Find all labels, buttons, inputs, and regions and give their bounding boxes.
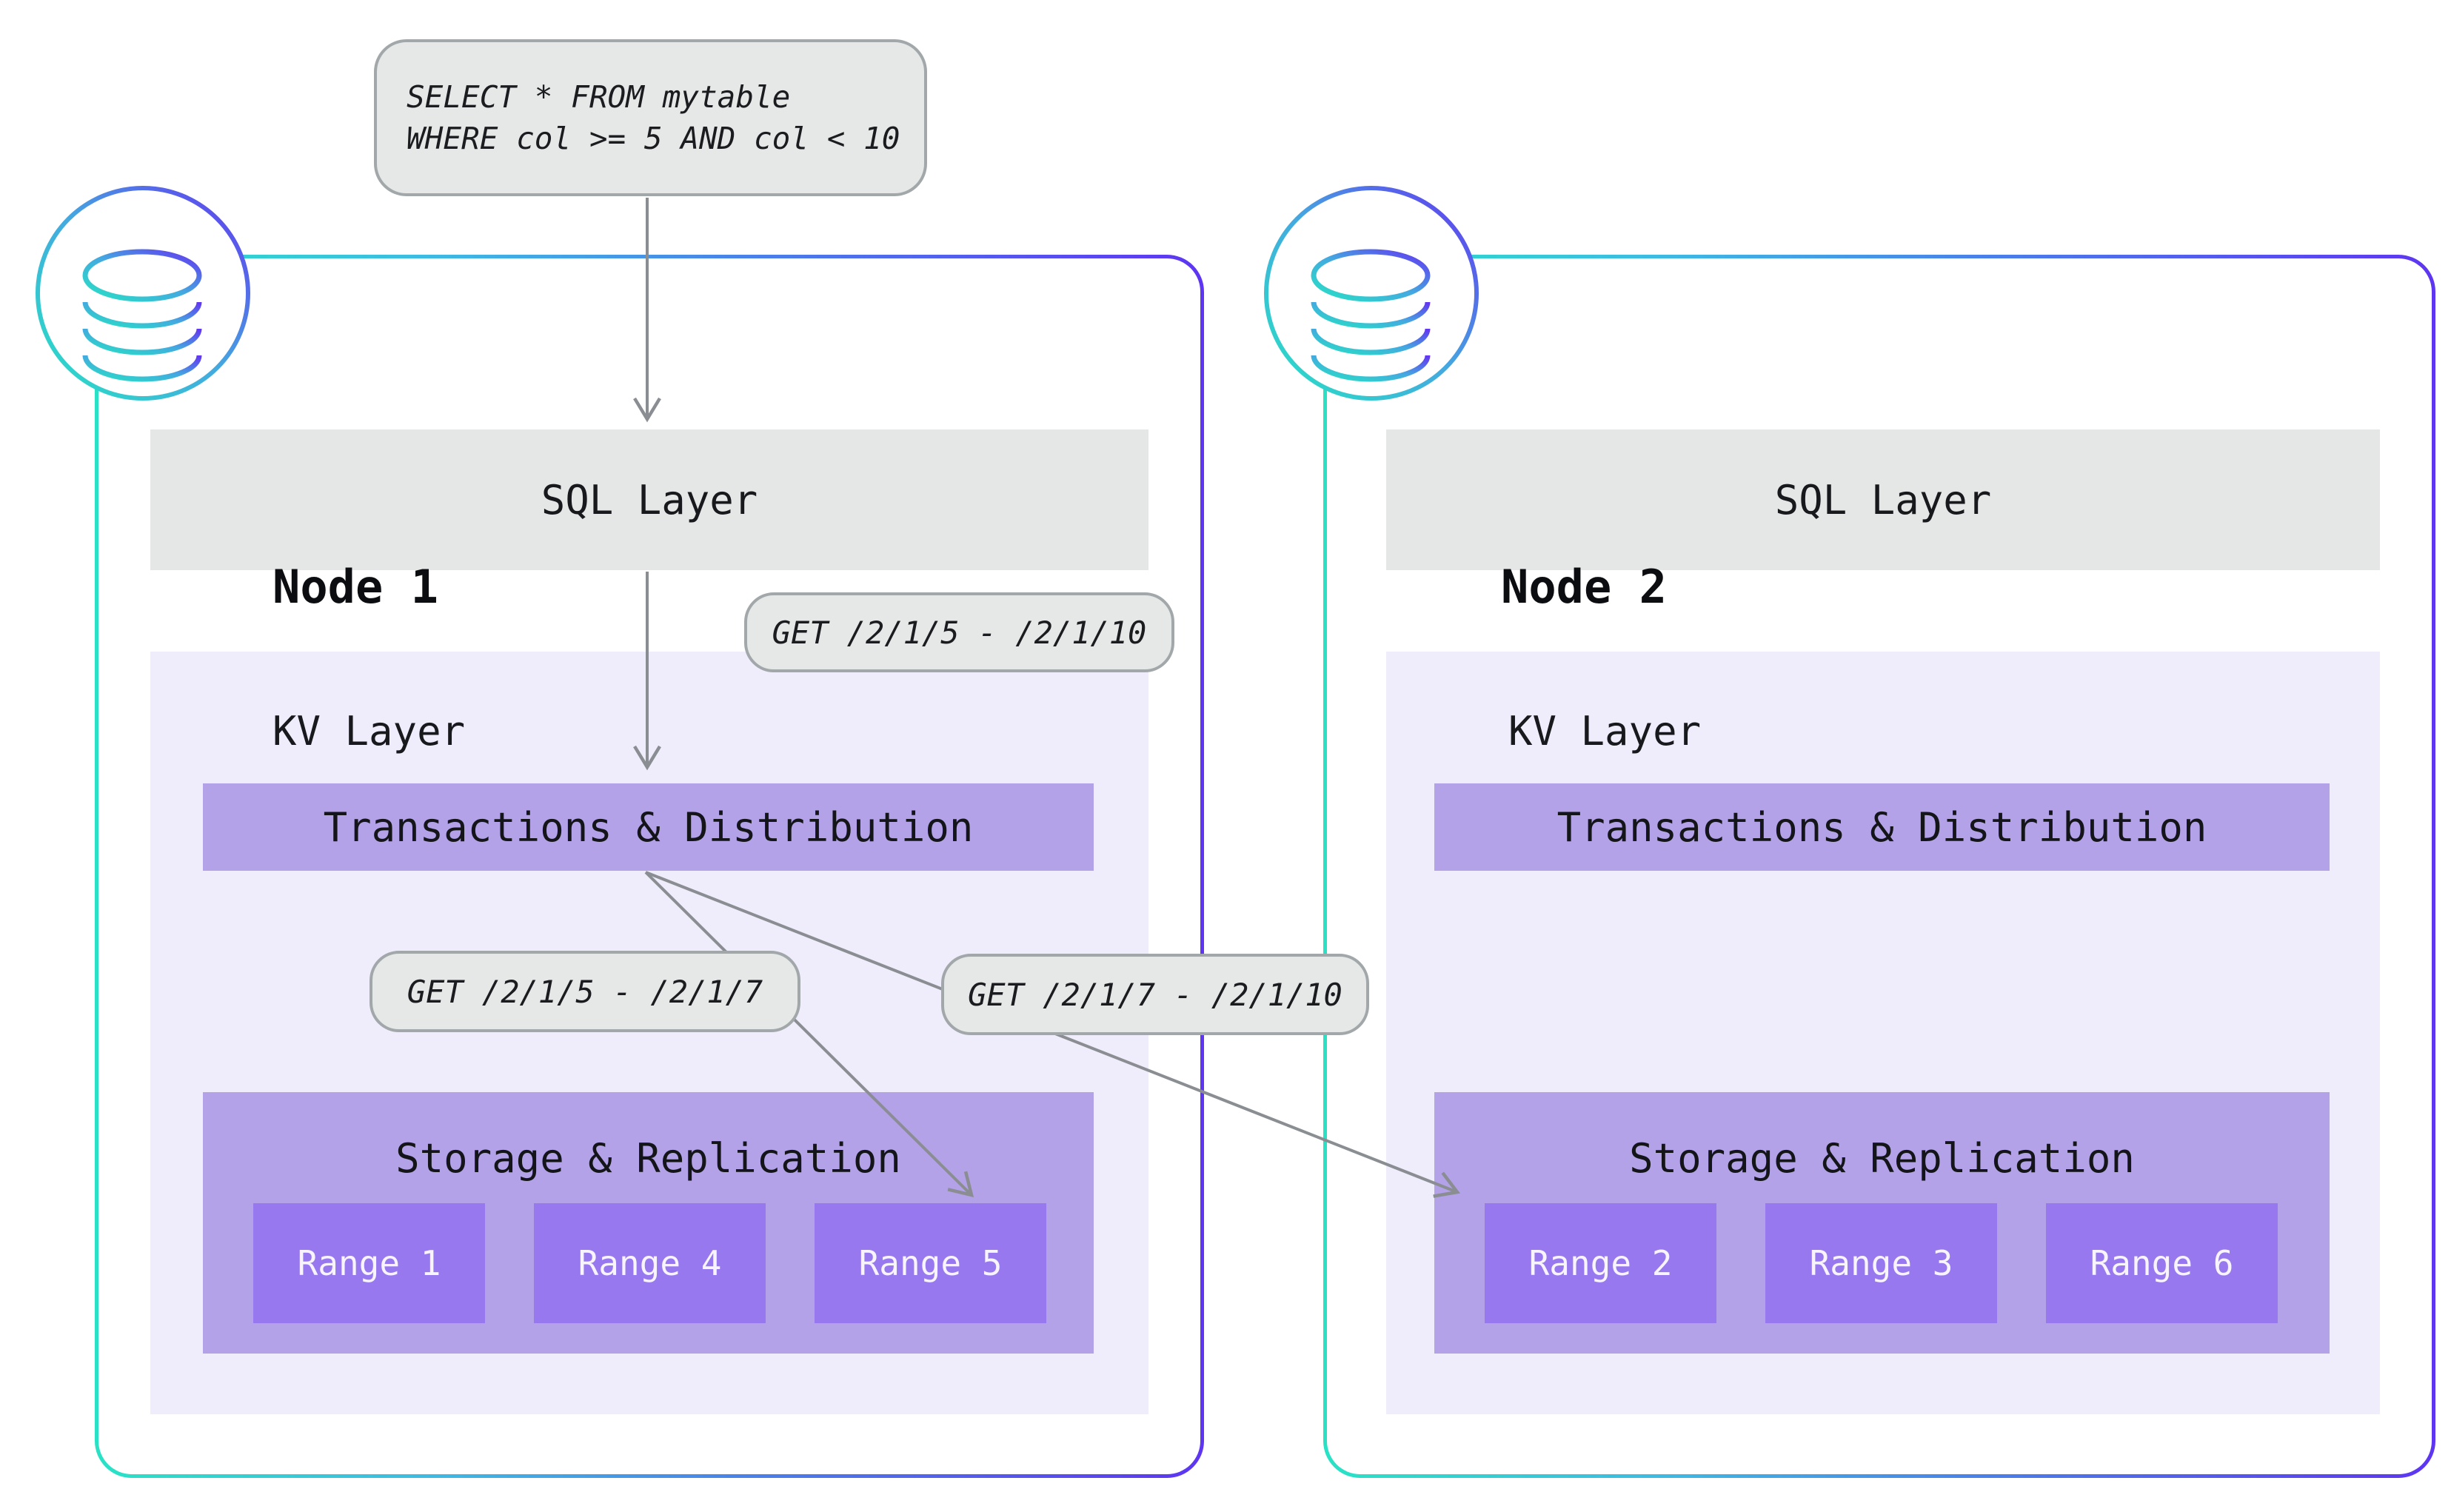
get-request-label: GET /2/1/5 - /2/1/10 <box>744 592 1174 672</box>
kv-layer-label: KV Layer <box>272 708 466 755</box>
transactions-label: Transactions & Distribution <box>323 803 974 851</box>
range-box: Range 5 <box>815 1203 1046 1323</box>
node-1-container: Node 1 SQL Layer KV Layer Transactions &… <box>95 255 1204 1478</box>
range-box: Range 2 <box>1485 1203 1716 1323</box>
query-line-1: SELECT * FROM mytable <box>407 79 791 115</box>
get-request-text: GET /2/1/5 - /2/1/7 <box>407 973 763 1010</box>
range-box: Range 1 <box>253 1203 485 1323</box>
database-cylinder <box>82 249 202 382</box>
transactions-label: Transactions & Distribution <box>1556 803 2207 851</box>
sql-layer-label: SQL Layer <box>541 476 758 523</box>
range-label: Range 1 <box>297 1243 441 1283</box>
get-request-label: GET /2/1/5 - /2/1/7 <box>370 951 800 1032</box>
node-2-kv-layer-panel: KV Layer Transactions & Distribution Sto… <box>1386 652 2380 1414</box>
range-label: Range 2 <box>1528 1243 1673 1283</box>
database-icon <box>1264 186 1479 401</box>
node-2-title: Node 2 <box>1501 560 1667 614</box>
node-2-container: Node 2 SQL Layer KV Layer Transactions &… <box>1323 255 2435 1478</box>
node-2-transactions-bar: Transactions & Distribution <box>1434 783 2330 871</box>
get-request-text: GET /2/1/5 - /2/1/10 <box>772 614 1147 651</box>
node-2-storage-bar: Storage & Replication Range 2 Range 3 Ra… <box>1434 1092 2330 1354</box>
range-box: Range 3 <box>1765 1203 1997 1323</box>
node-1-title: Node 1 <box>272 560 438 614</box>
range-label: Range 5 <box>858 1243 1003 1283</box>
storage-label: Storage & Replication <box>395 1135 901 1182</box>
node-1-transactions-bar: Transactions & Distribution <box>203 783 1094 871</box>
range-label: Range 4 <box>578 1243 722 1283</box>
sql-layer-label: SQL Layer <box>1774 476 1992 523</box>
get-request-text: GET /2/1/7 - /2/1/10 <box>968 976 1342 1013</box>
storage-label: Storage & Replication <box>1629 1135 2135 1182</box>
range-box: Range 6 <box>2046 1203 2278 1323</box>
database-icon <box>36 186 250 401</box>
node-1-storage-bar: Storage & Replication Range 1 Range 4 Ra… <box>203 1092 1094 1354</box>
get-request-label: GET /2/1/7 - /2/1/10 <box>941 954 1369 1035</box>
range-label: Range 3 <box>1809 1243 1953 1283</box>
node-1-sql-layer-bar: SQL Layer <box>150 429 1148 570</box>
kv-layer-label: KV Layer <box>1508 708 1702 755</box>
sql-query-label: SELECT * FROM mytable WHERE col >= 5 AND… <box>374 39 927 196</box>
range-label: Range 6 <box>2090 1243 2234 1283</box>
node-2-sql-layer-bar: SQL Layer <box>1386 429 2380 570</box>
query-line-2: WHERE col >= 5 AND col < 10 <box>407 121 900 156</box>
range-box: Range 4 <box>534 1203 766 1323</box>
database-cylinder <box>1311 249 1431 382</box>
